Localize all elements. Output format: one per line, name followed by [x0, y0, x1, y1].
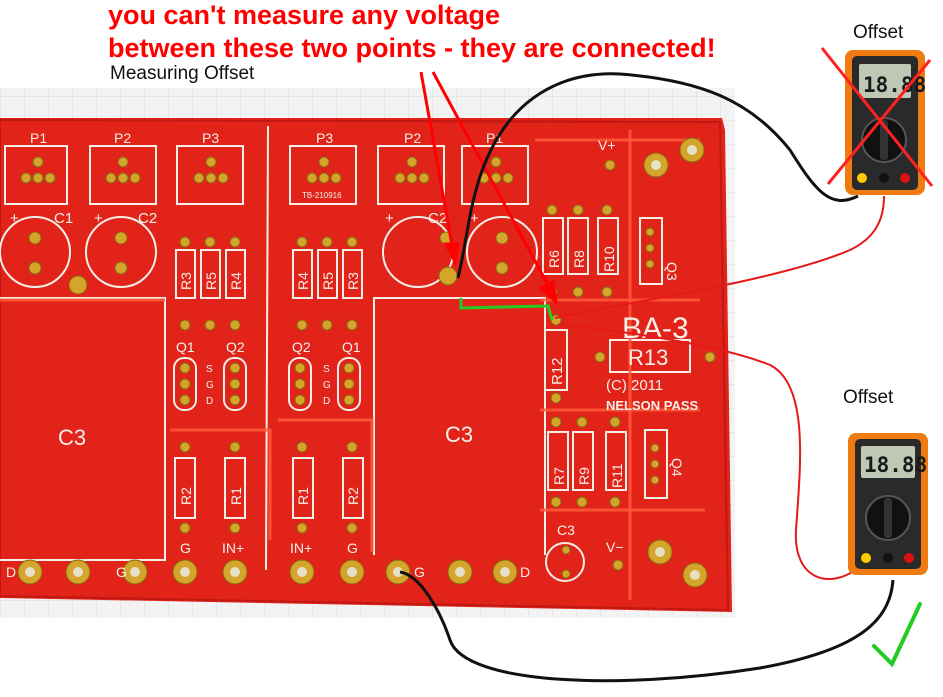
meter-bottom-label: Offset	[843, 387, 894, 408]
label-plus-3: +	[385, 210, 394, 227]
label-g-right: G	[323, 380, 331, 391]
label-in-left: IN+	[222, 540, 244, 556]
label-part-number: TB-210916	[302, 191, 342, 200]
label-r7: R7	[551, 467, 567, 485]
label-r3-left: R3	[178, 272, 194, 290]
probe-wire-black-top	[456, 72, 859, 279]
label-p2-right: P2	[404, 130, 421, 146]
label-q1-right: Q1	[342, 339, 361, 355]
caption-measuring-offset: Measuring Offset	[110, 63, 255, 84]
label-g-left: G	[206, 380, 214, 391]
label-p1-left: P1	[30, 130, 47, 146]
meter-bottom-reading: 18.88	[864, 453, 927, 477]
label-c2-right: C2	[428, 210, 447, 227]
label-r11: R11	[609, 463, 625, 488]
label-c3-left: C3	[58, 425, 86, 450]
pcb-traces	[0, 130, 705, 600]
checkmark-icon	[872, 602, 922, 668]
label-r10: R10	[601, 246, 617, 272]
label-q4: Q4	[669, 458, 685, 477]
annotation-headline-2: between these two points - they are conn…	[108, 33, 716, 63]
label-author: NELSON PASS	[606, 398, 699, 413]
silkscreen-right	[288, 145, 691, 582]
label-r13: R13	[628, 345, 668, 370]
label-r8: R8	[571, 250, 587, 268]
label-d-edge-right: D	[520, 564, 530, 580]
label-board-name: BA-3	[622, 312, 689, 345]
label-p3-left: P3	[202, 130, 219, 146]
label-s-right: S	[323, 364, 330, 375]
multimeter-top: 18.88	[845, 50, 926, 195]
label-r3-right: R3	[345, 272, 361, 290]
label-q2-left: Q2	[226, 339, 245, 355]
label-d-right: D	[323, 396, 330, 407]
label-vminus: V−	[606, 539, 624, 555]
label-g-edge-right: G	[414, 564, 425, 580]
label-p3-right: P3	[316, 130, 333, 146]
label-p2-left: P2	[114, 130, 131, 146]
label-q2-right: Q2	[292, 339, 311, 355]
label-q3: Q3	[664, 262, 680, 281]
label-vplus: V+	[598, 137, 616, 153]
meter-top-label: Offset	[853, 22, 904, 43]
label-s-left: S	[206, 364, 213, 375]
label-d-left: D	[206, 396, 213, 407]
label-c2-left: C2	[138, 210, 157, 227]
label-in-right: IN+	[290, 540, 312, 556]
wrong-cross-icon	[820, 47, 934, 187]
probe-wire-red-bottom	[557, 324, 859, 581]
pcb-board	[0, 118, 732, 612]
pcb-pads	[17, 137, 716, 588]
label-q1-left: Q1	[176, 339, 195, 355]
multimeter-bottom: 18.88	[848, 433, 928, 575]
label-r12: R12	[549, 357, 566, 385]
probe-wire-red-top	[554, 195, 885, 319]
annotation-arrows	[419, 71, 559, 307]
label-r5-left: R5	[203, 272, 219, 290]
label-g-bottom-left: G	[180, 540, 191, 556]
pcb-silkscreen-labels: P1 P2 P3 P3 P2 P1 TB-210916 C1 C2 C2 + +…	[6, 130, 699, 580]
label-c3-cap: C3	[557, 522, 575, 538]
label-r6: R6	[546, 250, 562, 268]
silkscreen-left	[0, 125, 269, 571]
label-plus-4: +	[470, 210, 479, 227]
label-r1-left: R1	[228, 487, 244, 505]
label-r2-right: R2	[345, 487, 361, 505]
label-c1-left: C1	[54, 210, 73, 227]
label-copyright: (C) 2011	[606, 377, 663, 394]
label-r9: R9	[576, 467, 592, 485]
label-r4-left: R4	[228, 272, 244, 290]
label-r4-right: R4	[295, 272, 311, 290]
label-r1-right: R1	[295, 487, 311, 505]
label-d-edge-left: D	[6, 564, 16, 580]
label-r5-right: R5	[320, 272, 336, 290]
label-r2-left: R2	[178, 487, 194, 505]
probe-wire-black-bottom	[399, 570, 895, 683]
label-plus-2: +	[94, 210, 103, 227]
annotation-headline-1: you can't measure any voltage	[108, 0, 501, 30]
label-g-bottom-right: G	[347, 540, 358, 556]
label-plus-1: +	[10, 210, 19, 227]
label-g-edge-left: G	[116, 564, 127, 580]
connection-marker-green	[459, 298, 554, 321]
label-c3-mid: C3	[445, 422, 473, 447]
